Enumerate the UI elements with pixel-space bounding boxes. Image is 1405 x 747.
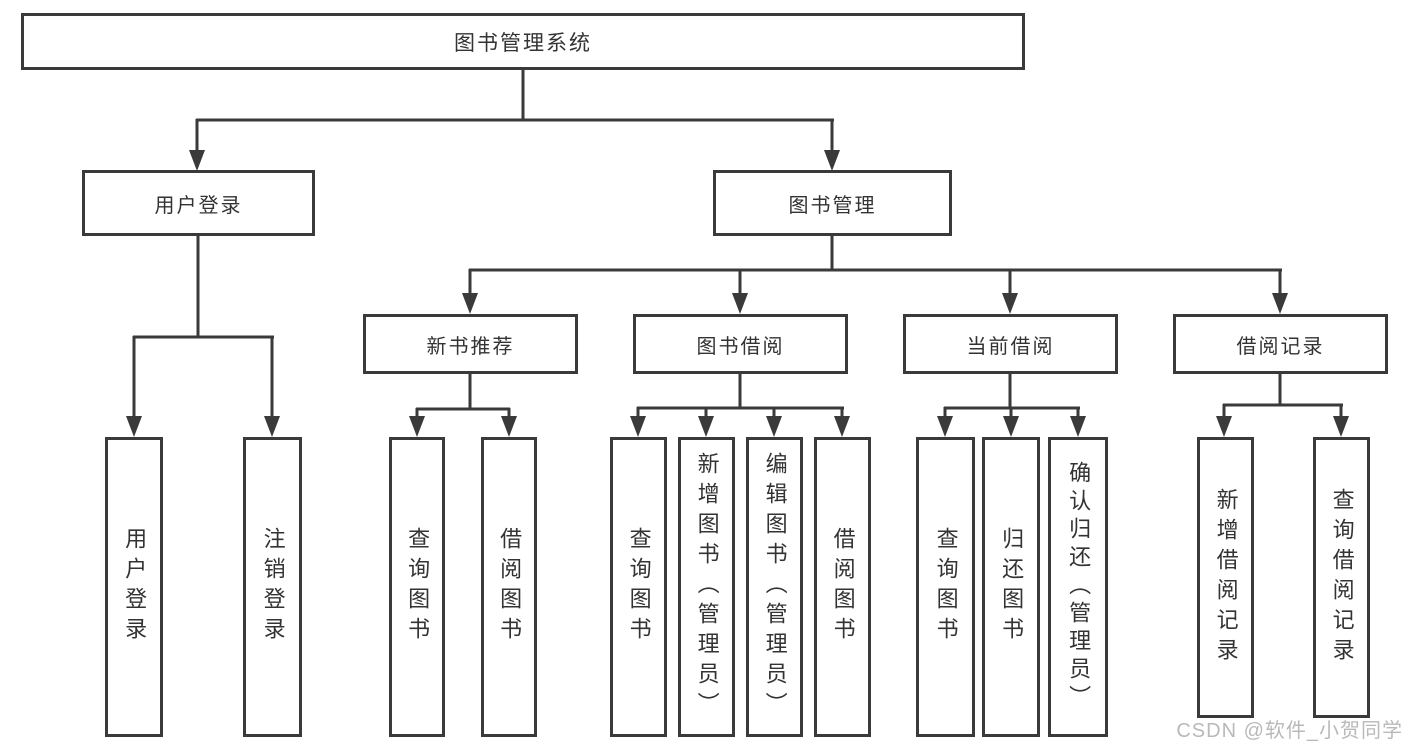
node-new-book-recommendation: 新书推荐 (363, 314, 578, 374)
node-current-borrowing: 当前借阅 (903, 314, 1118, 374)
leaf-user-login-label: 用户登录 (122, 527, 148, 647)
leaf-newbook-query-books-label: 查询图书 (405, 527, 431, 647)
node-root: 图书管理系统 (21, 13, 1025, 70)
leaf-add-borrow-record-label: 新增借阅记录 (1213, 487, 1239, 668)
leaf-logout-login: 注销登录 (243, 437, 302, 737)
leaf-add-books-admin: 新增图书（管理员） (678, 437, 735, 737)
leaf-newbook-query-books: 查询图书 (389, 437, 445, 737)
leaf-query-borrow-record: 查询借阅记录 (1313, 437, 1370, 718)
node-book-borrowing: 图书借阅 (633, 314, 848, 374)
book-borrowing-label: 图书借阅 (696, 335, 785, 358)
leaf-newbook-borrow-books: 借阅图书 (481, 437, 537, 737)
node-user-login: 用户登录 (82, 170, 315, 236)
leaf-newbook-borrow-books-label: 借阅图书 (497, 527, 523, 647)
leaf-add-books-admin-label: 新增图书（管理员） (694, 452, 720, 722)
leaf-borrow-query-books: 查询图书 (610, 437, 667, 737)
leaf-current-query-books-label: 查询图书 (933, 527, 959, 647)
leaf-logout-login-label: 注销登录 (260, 527, 286, 647)
leaf-query-borrow-record-label: 查询借阅记录 (1329, 487, 1355, 668)
borrowing-records-label: 借阅记录 (1236, 335, 1325, 358)
leaf-borrow-borrow-books: 借阅图书 (814, 437, 871, 737)
node-book-management: 图书管理 (713, 170, 952, 236)
user-login-label: 用户登录 (154, 194, 243, 217)
leaf-edit-books-admin: 编辑图书（管理员） (746, 437, 803, 737)
leaf-return-books: 归还图书 (982, 437, 1040, 737)
leaf-borrow-borrow-books-label: 借阅图书 (830, 527, 856, 647)
watermark: CSDN @软件_小贺同学 (1176, 720, 1403, 742)
new-book-recommendation-label: 新书推荐 (426, 335, 515, 358)
leaf-return-books-label: 归还图书 (999, 527, 1025, 647)
leaf-add-borrow-record: 新增借阅记录 (1197, 437, 1254, 718)
current-borrowing-label: 当前借阅 (966, 335, 1055, 358)
leaf-confirm-return-admin-label: 确认归还（管理员） (1066, 461, 1092, 713)
leaf-edit-books-admin-label: 编辑图书（管理员） (762, 452, 788, 722)
book-management-label: 图书管理 (788, 194, 877, 217)
leaf-user-login: 用户登录 (105, 437, 163, 737)
leaf-borrow-query-books-label: 查询图书 (626, 527, 652, 647)
leaf-confirm-return-admin: 确认归还（管理员） (1048, 437, 1108, 737)
node-borrowing-records: 借阅记录 (1173, 314, 1388, 374)
root-label: 图书管理系统 (454, 31, 592, 55)
leaf-current-query-books: 查询图书 (916, 437, 975, 737)
